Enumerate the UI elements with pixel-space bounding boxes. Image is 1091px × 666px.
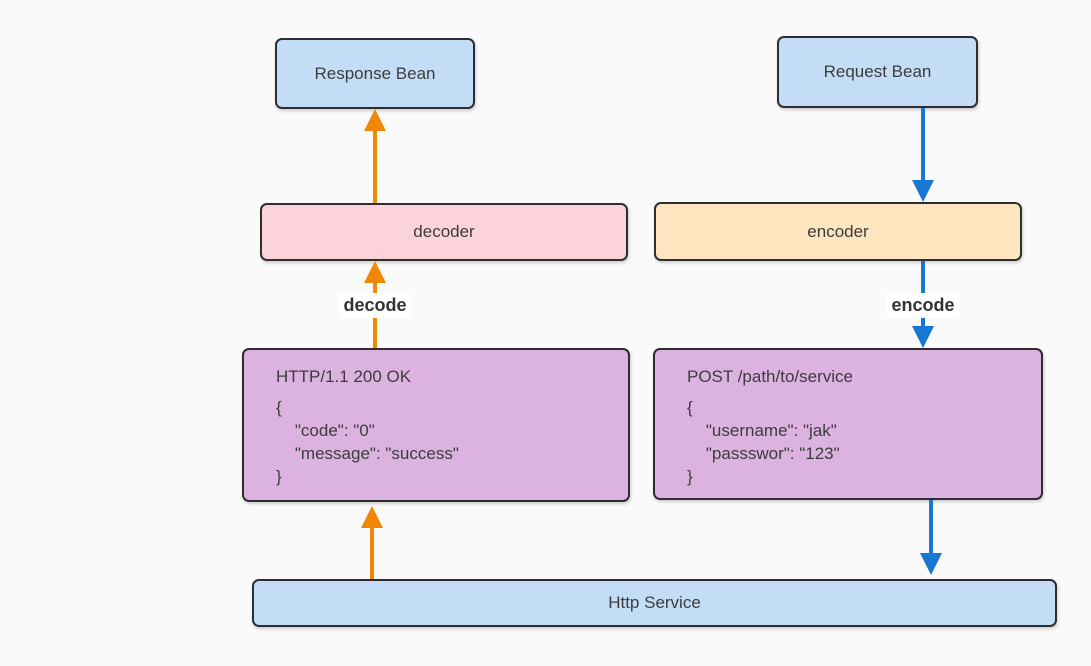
response-message-body: { "code": "0" "message": "success" } — [276, 396, 614, 488]
node-response-bean-label: Response Bean — [314, 63, 436, 83]
request-message-line: "username": "jak" — [687, 421, 837, 440]
response-message-line: } — [276, 467, 282, 486]
edge-label-encode: encode — [886, 293, 960, 318]
request-message-line: "passswor": "123" — [687, 444, 840, 463]
edge-label-decode: decode — [338, 293, 412, 318]
response-message-title: HTTP/1.1 200 OK — [276, 367, 412, 386]
request-message-body: { "username": "jak" "passswor": "123" } — [687, 396, 1027, 488]
node-request-message: POST /path/to/service { "username": "jak… — [653, 348, 1043, 500]
request-message-title: POST /path/to/service — [687, 367, 853, 386]
arrow-line — [370, 527, 374, 579]
arrowhead-down — [920, 553, 942, 575]
node-http-service-label: Http Service — [608, 593, 701, 612]
response-message-line: { — [276, 398, 282, 417]
node-decoder: decoder — [260, 203, 628, 261]
arrow-line — [921, 108, 925, 181]
node-http-service: Http Service — [252, 579, 1057, 627]
node-encoder-label: encoder — [807, 221, 869, 241]
request-message-line: } — [687, 467, 693, 486]
node-request-bean-label: Request Bean — [823, 62, 932, 81]
arrowhead-down — [912, 326, 934, 348]
arrowhead-up — [361, 506, 383, 528]
node-decoder-label: decoder — [413, 222, 475, 241]
request-message-line: { — [687, 398, 693, 417]
arrow-line — [373, 130, 377, 203]
response-message-line: "code": "0" — [276, 421, 375, 440]
node-response-message: HTTP/1.1 200 OK { "code": "0" "message":… — [242, 348, 630, 502]
node-encoder: encoder — [654, 202, 1022, 261]
node-response-bean: Response Bean — [275, 38, 475, 109]
arrowhead-down — [912, 180, 934, 202]
arrowhead-up — [364, 109, 386, 131]
arrowhead-up — [364, 261, 386, 283]
response-message-line: "message": "success" — [276, 444, 459, 463]
node-request-bean: Request Bean — [777, 36, 978, 108]
arrow-line — [929, 500, 933, 554]
